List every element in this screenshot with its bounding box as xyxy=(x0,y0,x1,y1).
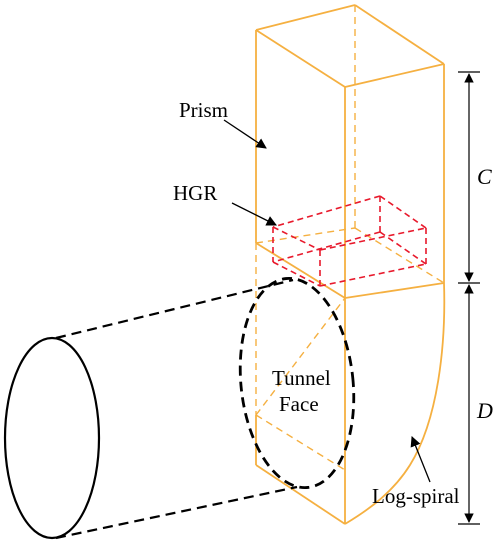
prism-bottom-back-left-hidden xyxy=(255,227,356,244)
hgr-edge xyxy=(272,231,381,263)
hgr-edge xyxy=(319,263,427,287)
prism-bottom-front-right xyxy=(344,282,445,299)
dimension-c-label: C xyxy=(477,164,492,189)
dimension-d-label: D xyxy=(476,398,493,423)
tunnel-face-label-line2: Face xyxy=(279,392,319,416)
prism-bottom-back-right-hidden xyxy=(354,227,445,284)
hgr-label: HGR xyxy=(173,181,217,205)
hgr-edge xyxy=(272,195,381,228)
log-spiral-bottom-edge xyxy=(255,464,346,525)
dimension-lines xyxy=(458,71,480,525)
hgr-leader-arrow xyxy=(231,202,277,226)
prism-top-back-left xyxy=(255,4,356,31)
tunnel-bottom-line xyxy=(55,485,298,540)
hgr-edge xyxy=(319,227,427,251)
tunnel xyxy=(3,277,356,540)
prism-leader-arrow xyxy=(223,119,267,149)
hgr-edge xyxy=(379,195,427,229)
log-spiral-label: Log-spiral xyxy=(372,484,460,508)
prism-block xyxy=(255,4,445,299)
prism-label: Prism xyxy=(179,98,228,122)
lower-diagonal-hidden xyxy=(255,297,346,416)
prism-top-front-left xyxy=(255,29,346,88)
log-spiral-leader-arrow xyxy=(410,436,431,483)
tunnel-face-ellipse xyxy=(238,277,356,489)
prism-bottom-front-left xyxy=(255,242,346,299)
hgr-edge xyxy=(272,226,321,251)
log-spiral-block xyxy=(255,282,446,525)
hgr-box xyxy=(272,195,427,287)
tunnel-top-line xyxy=(55,278,294,340)
hgr-edge xyxy=(272,261,321,287)
tunnel-face-label-line1: Tunnel xyxy=(272,366,331,390)
prism-top-back-right xyxy=(354,4,445,65)
tunnel-end-ellipse xyxy=(3,336,101,540)
lower-base-hidden xyxy=(255,414,346,471)
leader-arrows xyxy=(223,119,431,483)
prism-top-front-right xyxy=(344,63,445,88)
log-spiral-curve xyxy=(344,282,446,525)
